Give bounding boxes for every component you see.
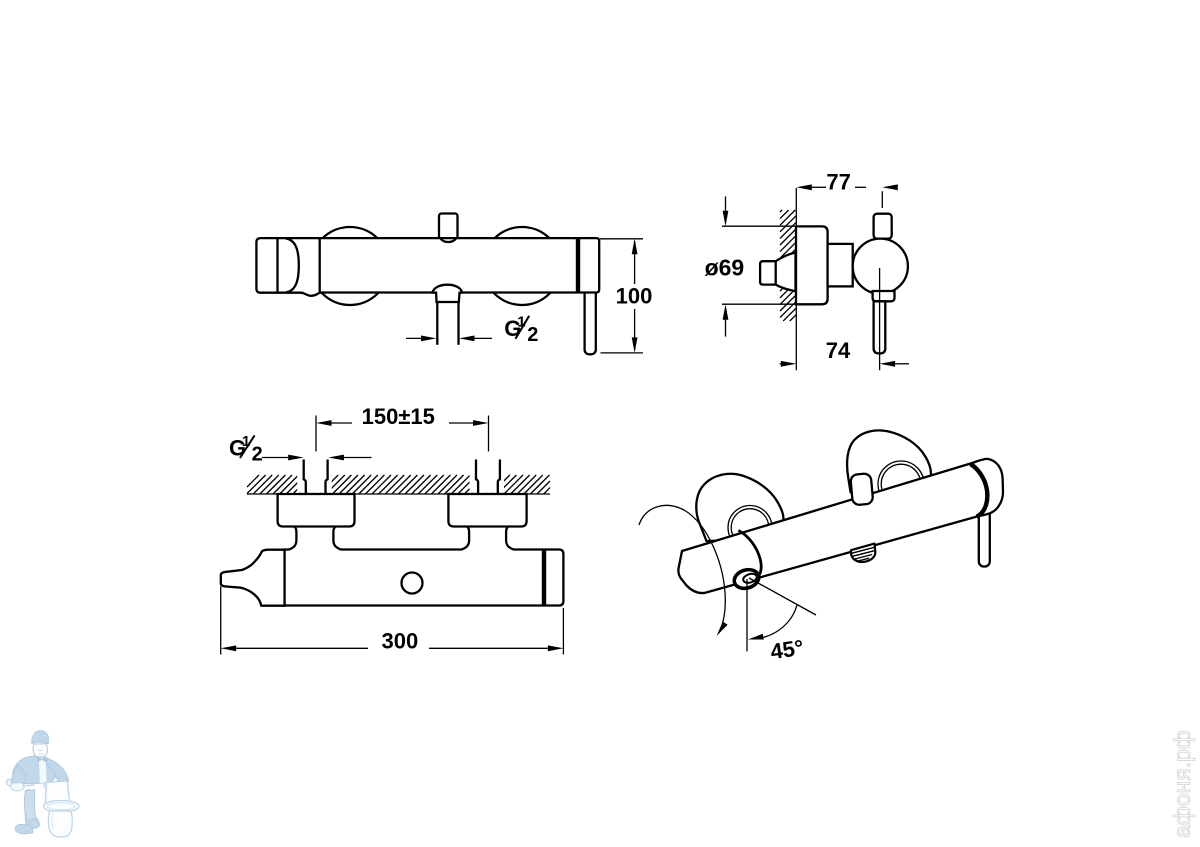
- svg-text:100: 100: [616, 283, 653, 308]
- svg-text:300: 300: [382, 629, 419, 654]
- svg-text:74: 74: [826, 338, 851, 363]
- svg-text:45°: 45°: [769, 635, 805, 664]
- svg-text:150±15: 150±15: [362, 404, 435, 429]
- svg-text:2: 2: [252, 443, 263, 465]
- svg-text:1: 1: [517, 313, 525, 330]
- svg-text:2: 2: [527, 324, 538, 346]
- svg-text:77: 77: [826, 170, 850, 195]
- svg-text:1: 1: [242, 433, 250, 450]
- svg-text:ø69: ø69: [705, 255, 745, 281]
- svg-text:афоня.рф: афоня.рф: [1169, 730, 1195, 838]
